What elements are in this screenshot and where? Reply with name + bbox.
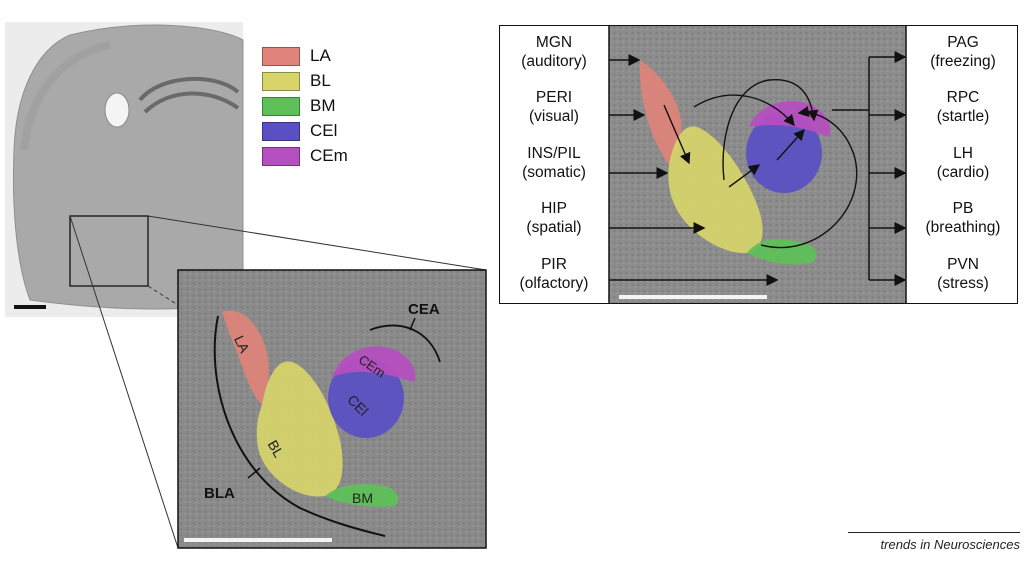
output-pvn: PVN (stress) — [908, 255, 1018, 293]
ventricle-shape — [104, 92, 130, 128]
input-hip-name: HIP — [541, 200, 567, 217]
output-rpc-function: (startle) — [936, 108, 990, 125]
cea-boundary-arc — [369, 324, 441, 363]
output-pb-name: PB — [952, 200, 974, 217]
input-peri: PERI (visual) — [499, 88, 609, 126]
scale-bar — [14, 305, 46, 309]
output-rpc: RPC (startle) — [908, 88, 1018, 126]
output-pag-function: (freezing) — [930, 53, 996, 70]
input-mgn: MGN (auditory) — [499, 33, 609, 71]
legend-item-cel: CEl — [262, 120, 337, 142]
region-bm-shape — [325, 484, 399, 507]
brain-hemisphere — [12, 24, 244, 310]
input-ins-pil-name: INS/PIL — [527, 145, 581, 162]
input-hip-modality: (spatial) — [526, 219, 582, 236]
region-cel-shape — [328, 358, 404, 438]
output-pvn-function: (stress) — [937, 275, 989, 292]
footer-rule — [848, 532, 1020, 533]
brain-section-figure: LA BL BM CEm CEl CEA BLA — [5, 22, 487, 549]
input-mgn-modality: (auditory) — [521, 53, 587, 70]
circuit-la-shape — [639, 60, 682, 165]
output-lh-function: (cardio) — [936, 164, 990, 181]
output-pag: PAG (freezing) — [908, 33, 1018, 71]
hippocampus-shape — [138, 76, 240, 114]
legend-swatch-la — [262, 46, 300, 66]
input-ins-pil: INS/PIL (somatic) — [499, 144, 609, 182]
input-pir-name: PIR — [541, 256, 567, 273]
region-label-bm: BM — [352, 490, 373, 506]
legend-label-la: LA — [310, 46, 331, 65]
region-label-la: LA — [231, 333, 253, 356]
legend-swatch-bm — [262, 96, 300, 116]
zoom-scale-bar — [184, 538, 332, 542]
legend-item-la: LA — [262, 45, 331, 67]
region-bl-shape — [256, 361, 343, 497]
output-rpc-name: RPC — [946, 89, 980, 106]
group-label-cea: CEA — [408, 301, 440, 318]
journal-credit: trends in Neurosciences — [880, 537, 1020, 552]
legend-swatch-bl — [262, 71, 300, 91]
legend-swatch-cem — [262, 146, 300, 166]
input-pir: PIR (olfactory) — [499, 255, 609, 293]
group-label-bla: BLA — [204, 485, 235, 502]
input-hip: HIP (spatial) — [499, 199, 609, 237]
legend-label-bm: BM — [310, 96, 336, 115]
output-pb-function: (breathing) — [925, 219, 1001, 236]
legend-label-cel: CEl — [310, 121, 338, 140]
region-cem-shape — [332, 346, 416, 382]
output-pag-name: PAG — [947, 34, 979, 51]
output-pvn-name: PVN — [947, 256, 979, 273]
circuit-bl-shape — [668, 126, 763, 254]
legend-label-cem: CEm — [310, 146, 348, 165]
input-mgn-name: MGN — [535, 34, 573, 51]
input-pir-modality: (olfactory) — [519, 275, 589, 292]
legend-label-bl: BL — [310, 71, 331, 90]
bla-boundary-arc — [213, 315, 386, 537]
output-lh: LH (cardio) — [908, 144, 1018, 182]
region-label-bl: BL — [265, 437, 288, 460]
output-lh-name: LH — [953, 145, 973, 162]
input-ins-pil-modality: (somatic) — [522, 164, 586, 181]
legend-item-bl: BL — [262, 70, 331, 92]
legend-item-cem: CEm — [262, 145, 348, 167]
region-la-shape — [222, 310, 269, 405]
legend-swatch-cel — [262, 121, 300, 141]
input-peri-name: PERI — [535, 89, 573, 106]
circuit-scale-bar — [619, 295, 767, 299]
circuit-diagram — [608, 25, 907, 304]
input-peri-modality: (visual) — [529, 108, 579, 125]
output-pb: PB (breathing) — [908, 199, 1018, 237]
circuit-panel — [499, 25, 1018, 304]
legend-item-bm: BM — [262, 95, 336, 117]
